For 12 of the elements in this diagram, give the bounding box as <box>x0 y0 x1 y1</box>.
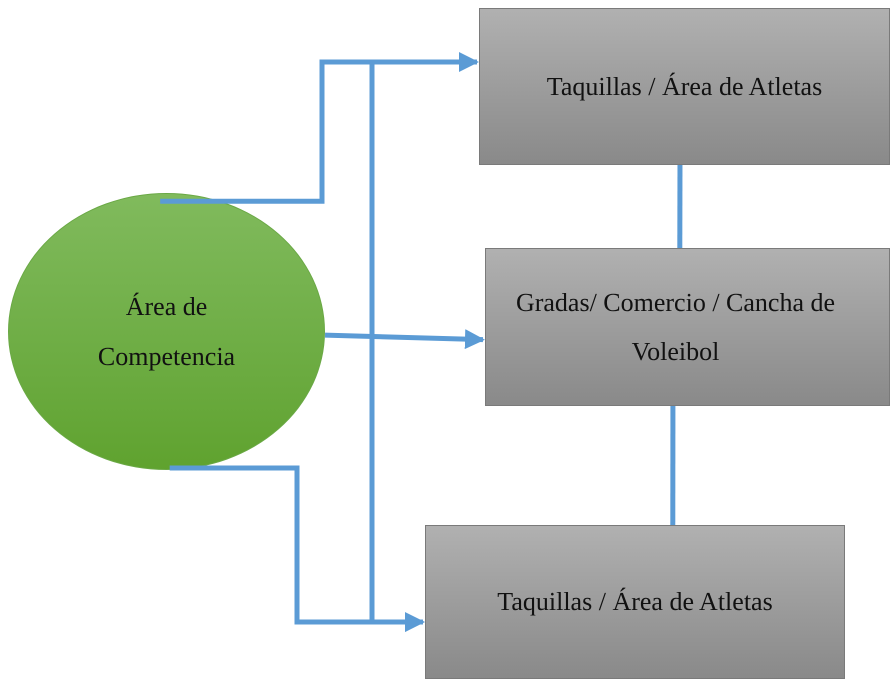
connector-line <box>677 165 682 248</box>
node-label: Taquillas / Área de Atletas <box>497 586 773 618</box>
arrow <box>324 329 485 350</box>
arrow <box>370 60 477 632</box>
area-box <box>485 248 890 406</box>
connector-line <box>670 406 676 525</box>
node-label: Área de Competencia <box>96 291 236 372</box>
area-box <box>479 8 890 165</box>
area-box <box>425 525 845 679</box>
node-label: Gradas/ Comercio / Cancha de Voleibol <box>514 286 836 368</box>
node-label: Taquillas / Área de Atletas <box>546 70 822 103</box>
arrow <box>160 52 479 204</box>
